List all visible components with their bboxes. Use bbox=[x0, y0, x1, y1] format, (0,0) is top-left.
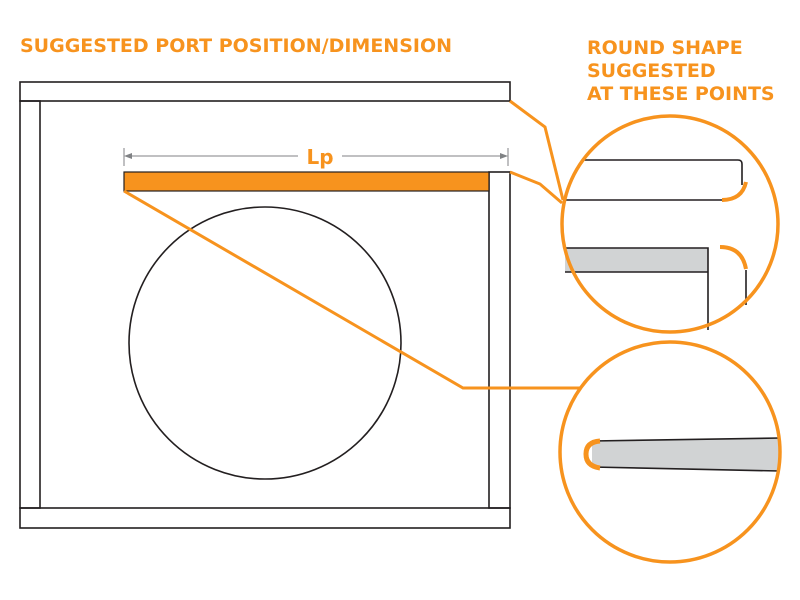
top-panel bbox=[19, 81, 511, 102]
port-slot bbox=[123, 171, 490, 192]
callout-line-1: ROUND SHAPE bbox=[587, 37, 743, 59]
dimension-line bbox=[123, 148, 509, 166]
detail-circle-bottom bbox=[558, 340, 782, 564]
bottom-panel bbox=[19, 507, 511, 529]
speaker-cutout bbox=[128, 206, 402, 480]
diagram-title: SUGGESTED PORT POSITION/DIMENSION bbox=[20, 35, 453, 57]
round-edge-mark bbox=[719, 245, 748, 270]
left-panel bbox=[19, 100, 41, 509]
callout-line-3: AT THESE POINTS bbox=[587, 83, 775, 105]
leader-lines bbox=[123, 99, 580, 390]
dimension-label: Lp bbox=[306, 145, 333, 169]
callout-text: ROUND SHAPE SUGGESTED AT THESE POINTS bbox=[587, 37, 775, 106]
round-edge-mark bbox=[721, 181, 748, 202]
detail-circle-top bbox=[560, 114, 780, 334]
callout-line-2: SUGGESTED bbox=[587, 60, 716, 82]
right-panel bbox=[488, 171, 511, 509]
enclosure bbox=[19, 81, 511, 529]
round-edge-mark bbox=[583, 438, 601, 471]
